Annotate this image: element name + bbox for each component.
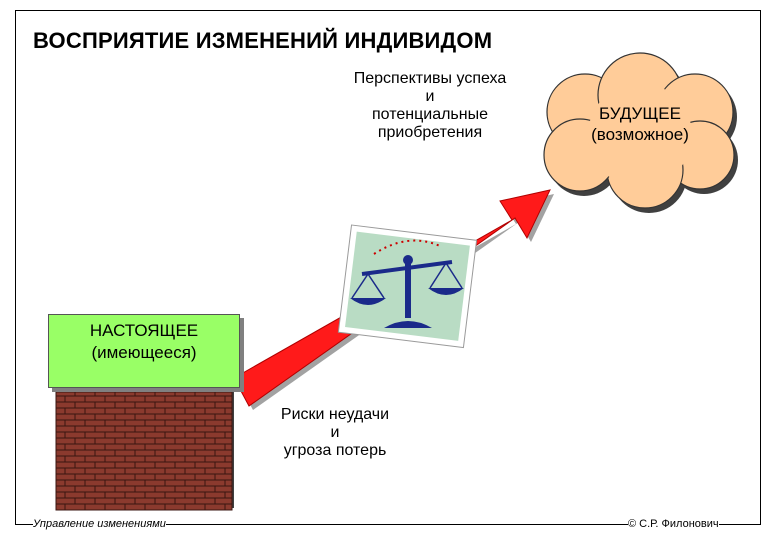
slide-frame — [15, 10, 761, 525]
present-subtitle: (имеющееся) — [91, 343, 197, 362]
footer-course: Управление изменениями — [33, 518, 166, 530]
scales-of-justice-icon — [350, 239, 464, 328]
perspectives-line: Перспективы успеха — [353, 70, 507, 87]
brick-pedestal — [55, 388, 234, 511]
slide-title: ВОСПРИЯТИЕ ИЗМЕНЕНИЙ ИНДИВИДОМ — [33, 28, 493, 53]
future-title: БУДУЩЕЕ — [599, 104, 681, 123]
risks-label: Риски неудачи и угроза потерь — [250, 406, 420, 460]
risks-line: Риски неудачи — [280, 406, 390, 423]
present-box — [48, 314, 240, 388]
future-cloud — [543, 52, 738, 213]
footer-copyright: © С.Р. Филонович — [628, 518, 719, 530]
future-label: БУДУЩЕЕ (возможное) — [555, 103, 725, 145]
risks-line: угроза потерь — [283, 442, 387, 459]
perspectives-line: потенциальные — [372, 106, 488, 123]
risks-line: и — [330, 424, 340, 441]
future-subtitle: (возможное) — [591, 125, 689, 144]
present-label: НАСТОЯЩЕЕ (имеющееся) — [48, 320, 240, 364]
present-title: НАСТОЯЩЕЕ — [89, 321, 199, 340]
perspectives-line: приобретения — [377, 124, 483, 141]
perspectives-label: Перспективы успеха и потенциальные приоб… — [330, 70, 530, 142]
perspectives-line: и — [425, 88, 435, 105]
